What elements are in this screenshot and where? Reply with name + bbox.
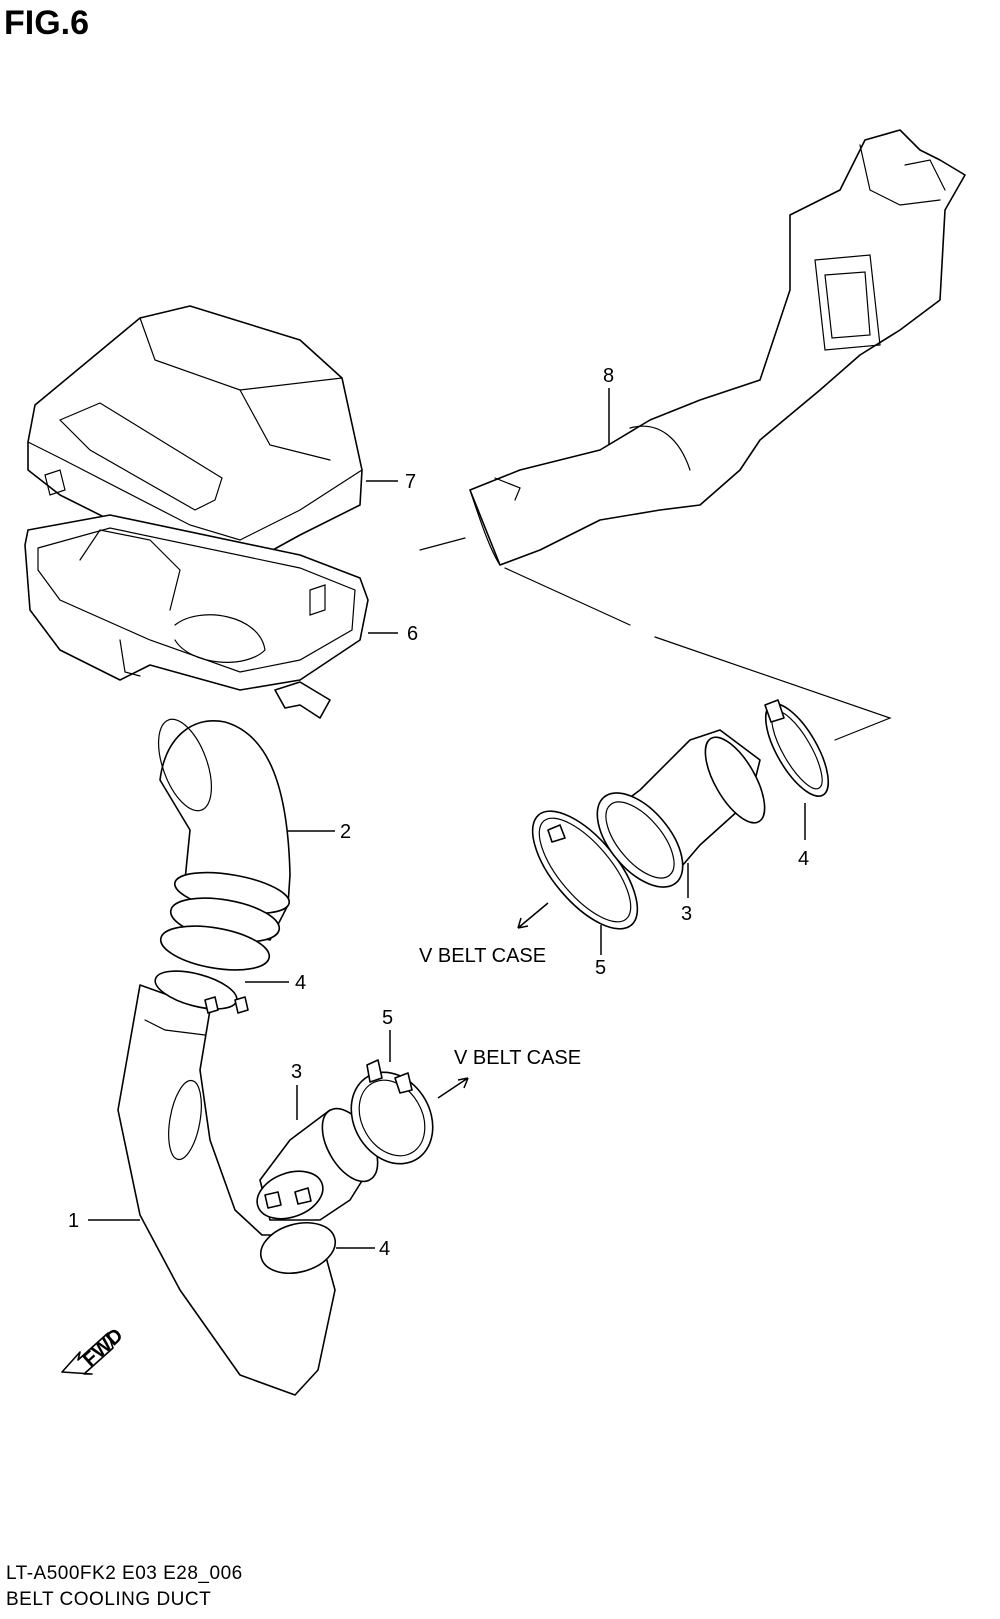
part-6-case [24,514,369,719]
arrow-to-v-belt-case-upper [517,902,549,929]
callout-5-right: 5 [595,957,606,979]
figure-title: FIG.6 [4,4,90,42]
callout-4-right: 4 [798,848,809,870]
callout-6: 6 [407,623,418,645]
right-hose-assembly [531,699,830,930]
fwd-label: FWD [79,1324,128,1371]
callout-7: 7 [405,471,416,493]
lower-hose-assembly [256,1059,434,1274]
part-1-lower-duct [117,970,336,1396]
part-2-elbow-hose [158,718,291,971]
callout-5-lower: 5 [382,1007,393,1029]
direction-arrows [437,902,549,1099]
callout-4-lower: 4 [379,1238,390,1260]
callout-3-right: 3 [681,903,692,925]
arrow-to-v-belt-case-lower [437,1077,469,1099]
model-code-caption: LT-A500FK2 E03 E28_006 [6,1563,243,1584]
callout-8: 8 [603,365,614,387]
fwd-arrow-icon: FWD [61,1324,128,1375]
v-belt-case-label-upper: V BELT CASE [419,945,546,967]
callout-1: 1 [68,1210,79,1232]
alignment-lines [419,537,892,741]
callout-3-lower: 3 [291,1061,302,1083]
callout-2: 2 [340,821,351,843]
leader-lines [88,388,806,1249]
callout-numbers: 1 2 3 3 4 4 4 5 5 6 7 8 [68,365,809,1260]
part-8-upper-duct [469,129,966,566]
v-belt-case-label-lower: V BELT CASE [454,1047,581,1069]
assembly-name-caption: BELT COOLING DUCT [6,1589,212,1610]
callout-4-upper: 4 [295,972,306,994]
